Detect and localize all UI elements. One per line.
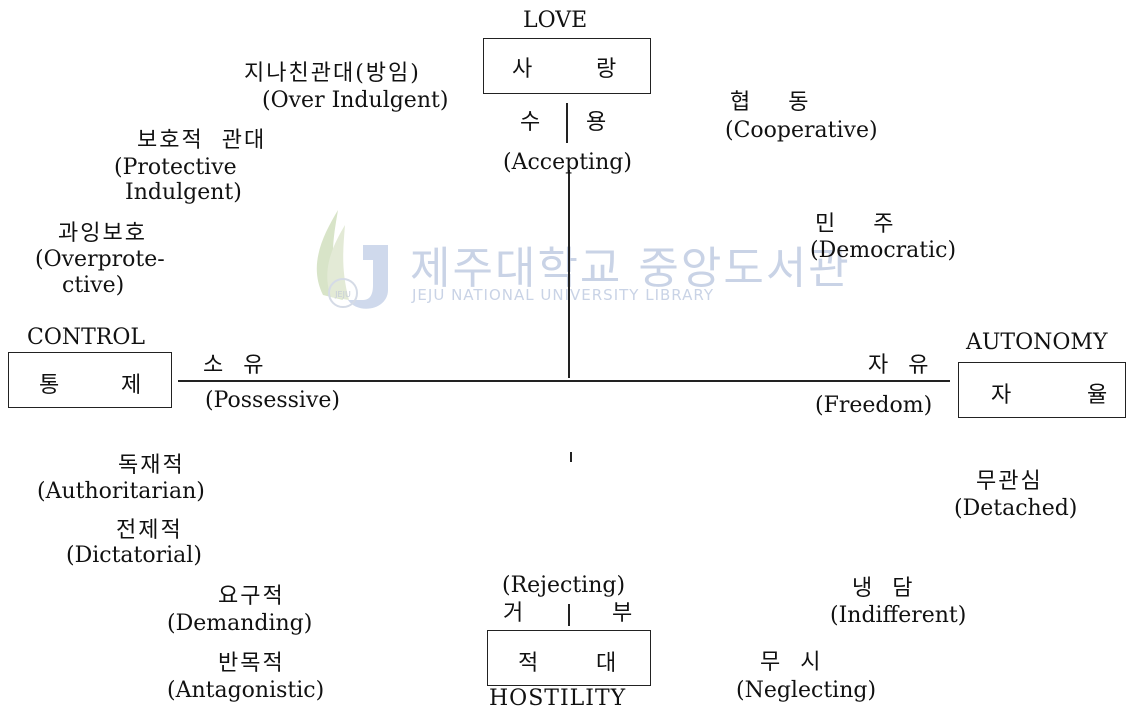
dictatorial-en: (Dictatorial)	[66, 543, 202, 568]
indifferent-ko: 냉 담	[852, 576, 915, 601]
vertical-axis-tick	[570, 452, 572, 462]
accepting-ko-left: 수	[520, 110, 543, 135]
possessive-ko: 소 유	[203, 353, 266, 378]
democratic-ko: 민 주	[815, 212, 896, 237]
neglecting-ko: 무 시	[760, 650, 823, 675]
rejecting-ko-left: 거	[503, 601, 526, 626]
horizontal-axis	[178, 380, 950, 382]
accepting-ko-right: 용	[586, 110, 609, 135]
accepting-divider	[566, 103, 568, 143]
rejecting-ko-right: 부	[612, 601, 635, 626]
love-ko-right: 랑	[596, 57, 619, 82]
protective-indulgent-ko: 보호적 관대	[137, 128, 267, 153]
protective-indulgent-en-1: (Protective	[114, 155, 237, 180]
love-label: LOVE	[523, 8, 588, 33]
protective-indulgent-en-2: Indulgent)	[125, 180, 242, 205]
democratic-en: (Democratic)	[810, 238, 957, 263]
neglecting-en: (Neglecting)	[736, 678, 877, 703]
control-label: CONTROL	[27, 325, 146, 350]
accepting-en: (Accepting)	[503, 150, 632, 175]
autonomy-ko-right: 율	[1087, 383, 1110, 408]
hostility-label: HOSTILITY	[489, 686, 627, 711]
rejecting-divider	[568, 604, 570, 626]
over-indulgent-ko: 지나친관대(방임)	[244, 61, 421, 86]
autonomy-label: AUTONOMY	[966, 330, 1108, 355]
control-box: 통 제	[8, 352, 172, 408]
library-logo-icon: JEJU	[303, 205, 395, 320]
freedom-ko: 자 유	[868, 353, 931, 378]
love-box: 사 랑	[483, 38, 651, 94]
vertical-axis-upper	[568, 170, 570, 378]
hostility-ko-right: 대	[596, 651, 619, 676]
antagonistic-en: (Antagonistic)	[167, 678, 325, 703]
love-ko-left: 사	[512, 57, 535, 82]
autonomy-box: 자 율	[958, 362, 1126, 418]
demanding-en: (Demanding)	[167, 611, 313, 636]
control-ko-left: 통	[39, 373, 62, 398]
authoritarian-en: (Authoritarian)	[37, 479, 205, 504]
authoritarian-ko: 독재적	[118, 453, 185, 478]
dictatorial-ko: 전제적	[116, 518, 183, 543]
detached-en: (Detached)	[954, 496, 1078, 521]
watermark-title-en: JEJU NATIONAL UNIVERSITY LIBRARY	[412, 286, 714, 304]
demanding-ko: 요구적	[218, 584, 285, 609]
possessive-en: (Possessive)	[205, 388, 340, 413]
detached-ko: 무관심	[976, 469, 1043, 494]
watermark-title-ko: 제주대학교 중앙도서관	[410, 243, 851, 294]
overprotective-en-1: (Overprote-	[35, 247, 165, 272]
freedom-en: (Freedom)	[815, 393, 933, 418]
overprotective-en-2: ctive)	[62, 273, 125, 298]
overprotective-ko: 과잉보호	[58, 221, 147, 246]
hostility-box: 적 대	[487, 630, 651, 686]
logo-text: JEJU	[334, 290, 351, 299]
rejecting-en: (Rejecting)	[502, 573, 626, 598]
cooperative-ko: 협 동	[730, 90, 811, 115]
over-indulgent-en: (Over Indulgent)	[262, 88, 449, 113]
cooperative-en: (Cooperative)	[725, 118, 878, 143]
indifferent-en: (Indifferent)	[830, 603, 967, 628]
autonomy-ko-left: 자	[991, 383, 1014, 408]
hostility-ko-left: 적	[518, 651, 541, 676]
control-ko-right: 제	[121, 373, 144, 398]
antagonistic-ko: 반목적	[218, 651, 285, 676]
